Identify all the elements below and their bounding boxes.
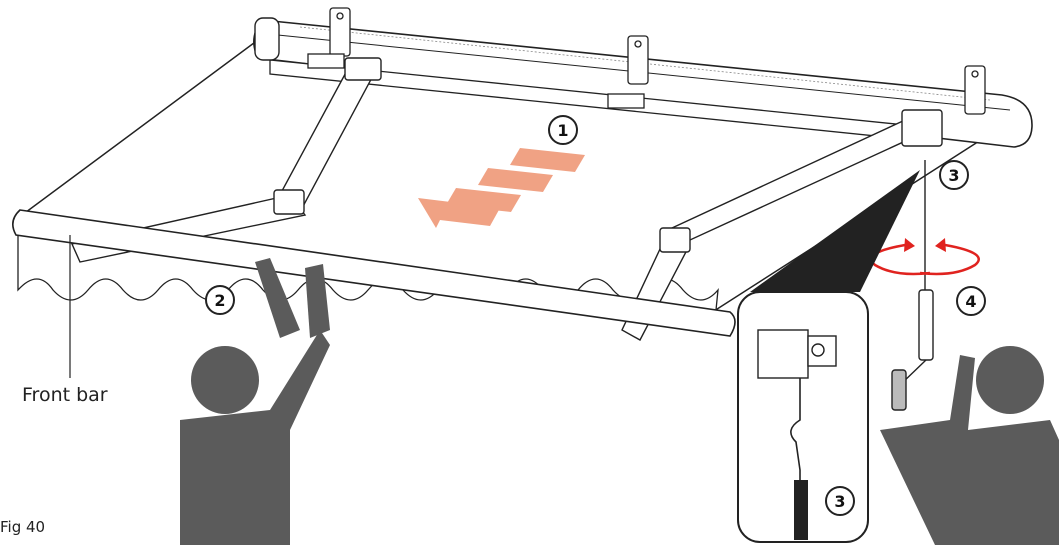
person-right — [880, 346, 1059, 545]
step-1-badge: 1 — [548, 115, 578, 145]
step-3-badge: 3 — [939, 160, 969, 190]
person-left — [180, 258, 330, 545]
step-2-badge: 2 — [205, 285, 235, 315]
step-3-detail-badge: 3 — [825, 486, 855, 516]
figure-label: Fig 40 — [0, 518, 45, 536]
step-4-badge: 4 — [956, 286, 986, 316]
front-bar-label: Front bar — [22, 384, 108, 406]
